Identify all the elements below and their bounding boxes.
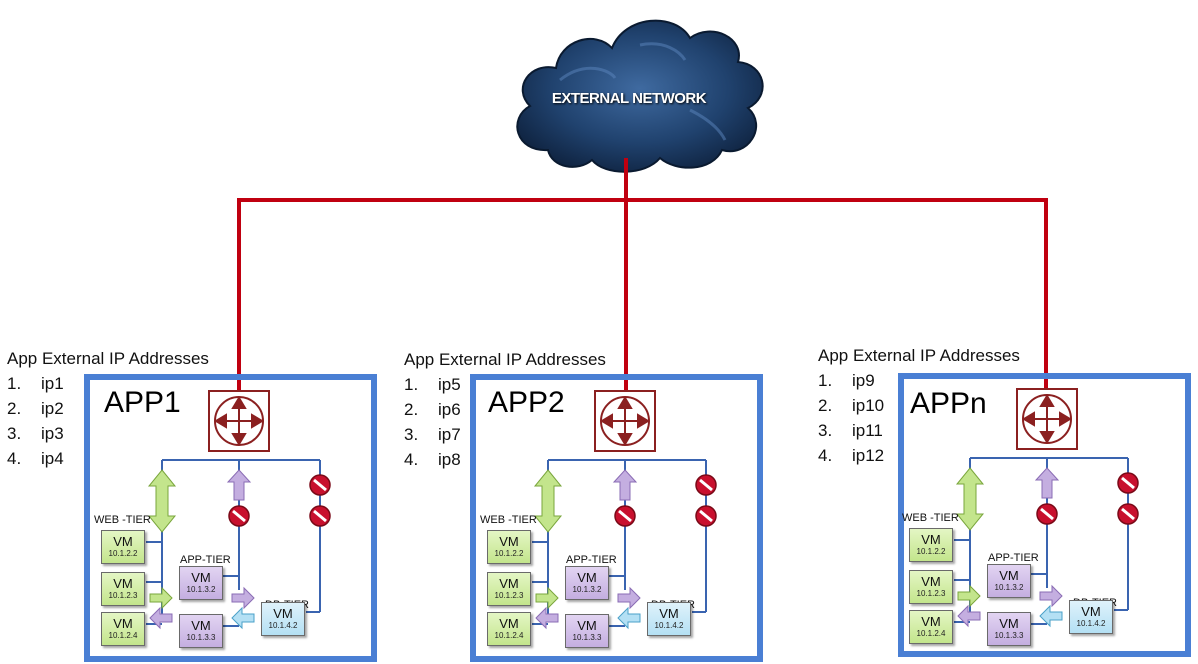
vm-ip: 10.1.4.2	[654, 621, 684, 630]
vm-ip: 10.1.2.2	[494, 549, 524, 558]
vm-ip: 10.1.3.3	[186, 633, 216, 642]
app-name: APPn	[910, 387, 987, 420]
cloud-icon	[516, 19, 764, 173]
vm-ip: 10.1.3.2	[994, 583, 1024, 592]
vm-label: VM	[499, 616, 519, 631]
vm-label: VM	[113, 576, 133, 591]
vm-label: VM	[113, 616, 133, 631]
vm-ip: 10.1.4.2	[268, 621, 298, 630]
app-tier-label: APP-TIER	[180, 554, 231, 566]
vm-ip: 10.1.2.4	[108, 631, 138, 640]
cloud-label: EXTERNAL NETWORK	[551, 90, 707, 107]
app-name: APP2	[488, 386, 565, 419]
app1-ip-list: App External IP Addresses 1.ip1 2.ip2 3.…	[7, 346, 209, 471]
vm-label: VM	[659, 606, 679, 621]
web-tier-label: WEB -TIER	[902, 512, 959, 524]
app-box-app2: APP2	[470, 374, 763, 662]
vm-ip: 10.1.3.2	[572, 585, 602, 594]
ip-list-title: App External IP Addresses	[404, 350, 606, 369]
vm-label: VM	[499, 534, 519, 549]
ip-item: 4.ip8	[404, 450, 461, 469]
app-box-app1: APP1	[84, 374, 377, 662]
vm-label: VM	[577, 618, 597, 633]
network-links	[237, 158, 1048, 390]
ip-item: 3.ip7	[404, 425, 461, 444]
vm-ip: 10.1.3.2	[186, 585, 216, 594]
ip-item: 1.ip5	[404, 375, 461, 394]
vm-label: VM	[921, 574, 941, 589]
ip-list-title: App External IP Addresses	[7, 349, 209, 368]
ip-item: 3.ip3	[7, 424, 64, 443]
app-box-appn: APPn	[898, 373, 1191, 657]
appn-ip-list: App External IP Addresses 1.ip9 2.ip10 3…	[818, 343, 1020, 468]
vm-ip: 10.1.2.2	[916, 547, 946, 556]
app-name: APP1	[104, 386, 181, 419]
ip-item: 4.ip4	[7, 449, 64, 468]
ip-item: 3.ip11	[818, 421, 883, 440]
vm-label: VM	[999, 616, 1019, 631]
vm-label: VM	[191, 618, 211, 633]
vm-label: VM	[273, 606, 293, 621]
ip-item: 1.ip1	[7, 374, 64, 393]
vm-ip: 10.1.2.2	[108, 549, 138, 558]
app2-ip-list: App External IP Addresses 1.ip5 2.ip6 3.…	[404, 347, 606, 472]
ip-item: 2.ip2	[7, 399, 64, 418]
ip-item: 2.ip10	[818, 396, 885, 415]
vm-ip: 10.1.2.4	[916, 629, 946, 638]
vm-ip: 10.1.2.3	[916, 589, 946, 598]
vm-ip: 10.1.3.3	[572, 633, 602, 642]
vm-label: VM	[191, 570, 211, 585]
app-tier-label: APP-TIER	[566, 554, 617, 566]
vm-label: VM	[113, 534, 133, 549]
app-tier-label: APP-TIER	[988, 552, 1039, 564]
vm-ip: 10.1.2.3	[108, 591, 138, 600]
vm-ip: 10.1.4.2	[1076, 619, 1106, 628]
vm-label: VM	[1081, 604, 1101, 619]
ip-list-title: App External IP Addresses	[818, 346, 1020, 365]
vm-label: VM	[577, 570, 597, 585]
vm-ip: 10.1.2.3	[494, 591, 524, 600]
web-tier-label: WEB -TIER	[94, 514, 151, 526]
ip-item: 4.ip12	[818, 446, 885, 465]
vm-ip: 10.1.3.3	[994, 631, 1024, 640]
vm-ip: 10.1.2.4	[494, 631, 524, 640]
web-tier-label: WEB -TIER	[480, 514, 537, 526]
vm-label: VM	[921, 532, 941, 547]
vm-label: VM	[999, 568, 1019, 583]
vm-label: VM	[499, 576, 519, 591]
vm-label: VM	[921, 614, 941, 629]
ip-item: 1.ip9	[818, 371, 875, 390]
ip-item: 2.ip6	[404, 400, 461, 419]
